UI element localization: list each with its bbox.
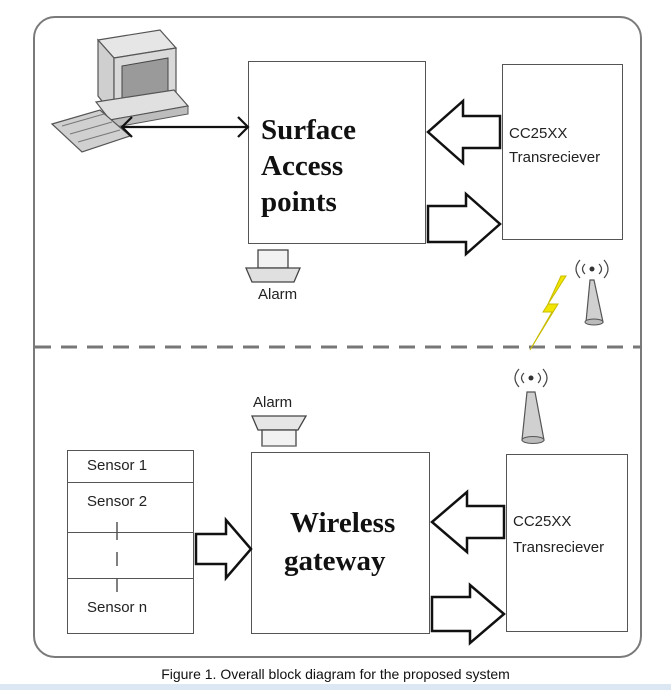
sensor-1-label: Sensor 1 — [87, 457, 148, 474]
top-transceiver-box: CC25XX Transreciever — [502, 64, 623, 240]
sensor-2-label: Sensor 2 — [87, 493, 148, 510]
sensor-cell-1: Sensor 1 — [68, 451, 193, 483]
gateway-title-line2: gateway — [284, 545, 386, 577]
top-arrow-right — [426, 191, 502, 257]
computer-link-arrow — [120, 116, 250, 138]
bottom-arrow-left — [430, 489, 506, 555]
top-alarm-icon — [245, 249, 301, 283]
top-transceiver-line2: Transreciever — [509, 149, 601, 166]
bottom-alarm-icon — [251, 415, 308, 447]
sensor-cell-2: Sensor 2 — [68, 483, 193, 533]
sensor-to-gateway-arrow — [194, 516, 253, 582]
bottom-arrow-right — [430, 582, 506, 646]
access-point-title-line2: Access points — [261, 150, 344, 218]
top-arrow-left — [426, 98, 502, 166]
top-transceiver-line1: CC25XX — [509, 125, 568, 142]
surface-access-points-box: Surface Access points — [248, 61, 426, 244]
bottom-alarm-label: Alarm — [253, 394, 293, 411]
lightning-icon — [529, 275, 567, 351]
sensor-n-label: Sensor n — [87, 599, 148, 616]
page-bottom-bar — [0, 684, 671, 690]
diagram-frame — [33, 16, 642, 658]
access-point-title-line1: Surface — [261, 114, 357, 146]
bottom-transceiver-box: CC25XX Transreciever — [506, 454, 628, 632]
bottom-antenna-icon — [514, 368, 548, 444]
sensor-stack: Sensor 1 Sensor 2 Sensor n — [67, 450, 194, 634]
top-antenna-icon — [575, 259, 609, 326]
top-alarm-label: Alarm — [258, 286, 298, 303]
computer-icon — [50, 29, 190, 153]
gateway-title-line1: Wireless — [290, 507, 396, 539]
figure-caption: Figure 1. Overall block diagram for the … — [161, 666, 510, 682]
wireless-gateway-box: Wireless gateway — [251, 452, 430, 634]
bottom-transceiver-line2: Transreciever — [513, 539, 605, 556]
sensor-cell-gap — [68, 533, 193, 579]
bottom-transceiver-line1: CC25XX — [513, 513, 572, 530]
